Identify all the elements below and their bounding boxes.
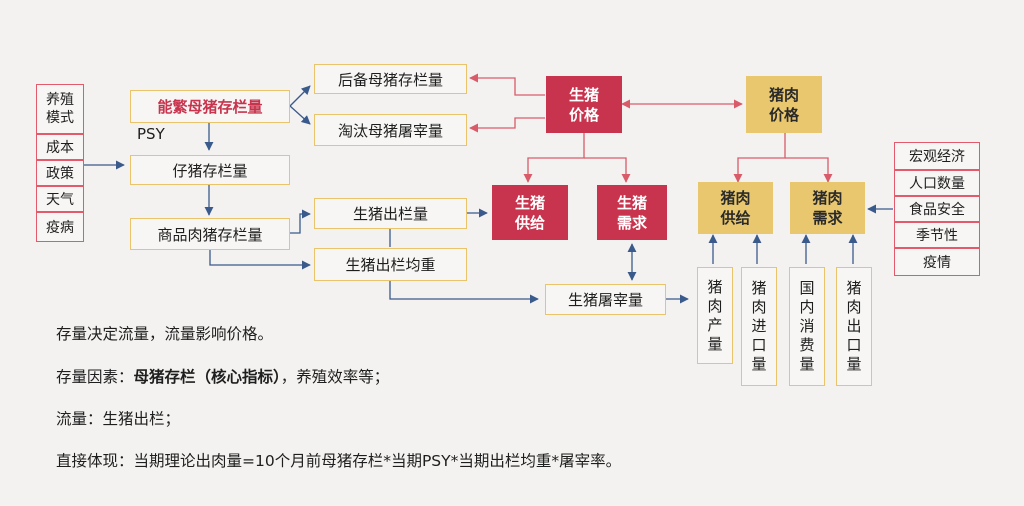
factor-breeding-mode: 养殖模式 bbox=[36, 84, 84, 134]
factor-population: 人口数量 bbox=[894, 170, 980, 196]
note-line-4: 直接体现：当期理论出肉量=10个月前母猪存栏*当期PSY*当期出栏均重*屠宰率。 bbox=[56, 452, 622, 470]
node-pork-output: 猪肉产量 bbox=[697, 267, 733, 364]
note-line-1: 存量决定流量，流量影响价格。 bbox=[56, 325, 274, 343]
factor-policy: 政策 bbox=[36, 160, 84, 186]
node-pork-import: 猪肉进口量 bbox=[741, 267, 777, 386]
factor-macro-economy: 宏观经济 bbox=[894, 142, 980, 170]
note-line-2-bold: 母猪存栏（核心指标） bbox=[133, 368, 281, 386]
node-pork-export: 猪肉出口量 bbox=[836, 267, 872, 386]
node-pork-supply: 猪肉 供给 bbox=[698, 182, 773, 234]
node-hog-demand: 生猪 需求 bbox=[597, 185, 667, 240]
factor-epidemic: 疫情 bbox=[894, 248, 980, 276]
note-line-2-suffix: ，养殖效率等； bbox=[280, 368, 390, 386]
psy-label: PSY bbox=[137, 125, 165, 143]
node-hog-price: 生猪 价格 bbox=[546, 76, 622, 133]
factor-seasonality: 季节性 bbox=[894, 222, 980, 248]
node-piglet-stock: 仔猪存栏量 bbox=[130, 155, 290, 185]
node-pork-price: 猪肉 价格 bbox=[746, 76, 822, 133]
node-hog-supply: 生猪 供给 bbox=[492, 185, 568, 240]
node-commercial-hog-stock: 商品肉猪存栏量 bbox=[130, 218, 290, 250]
note-line-3: 流量：生猪出栏； bbox=[56, 410, 181, 428]
factor-cost: 成本 bbox=[36, 134, 84, 160]
factor-disease: 疫病 bbox=[36, 212, 84, 242]
node-cull-sow-slaughter: 淘汰母猪屠宰量 bbox=[314, 114, 467, 146]
note-line-2: 存量因素：母猪存栏（核心指标），养殖效率等； bbox=[56, 365, 389, 387]
node-reserve-sow-stock: 后备母猪存栏量 bbox=[314, 64, 467, 94]
node-hog-outflow: 生猪出栏量 bbox=[314, 198, 467, 229]
node-pork-demand: 猪肉 需求 bbox=[790, 182, 865, 234]
factor-food-safety: 食品安全 bbox=[894, 196, 980, 222]
node-domestic-consumption: 国内消费量 bbox=[789, 267, 825, 386]
note-line-2-prefix: 存量因素： bbox=[56, 368, 134, 386]
node-hog-slaughter: 生猪屠宰量 bbox=[545, 284, 666, 315]
node-hog-avg-weight: 生猪出栏均重 bbox=[314, 248, 467, 281]
factor-weather: 天气 bbox=[36, 186, 84, 212]
node-breeding-sow-stock: 能繁母猪存栏量 bbox=[130, 90, 290, 123]
